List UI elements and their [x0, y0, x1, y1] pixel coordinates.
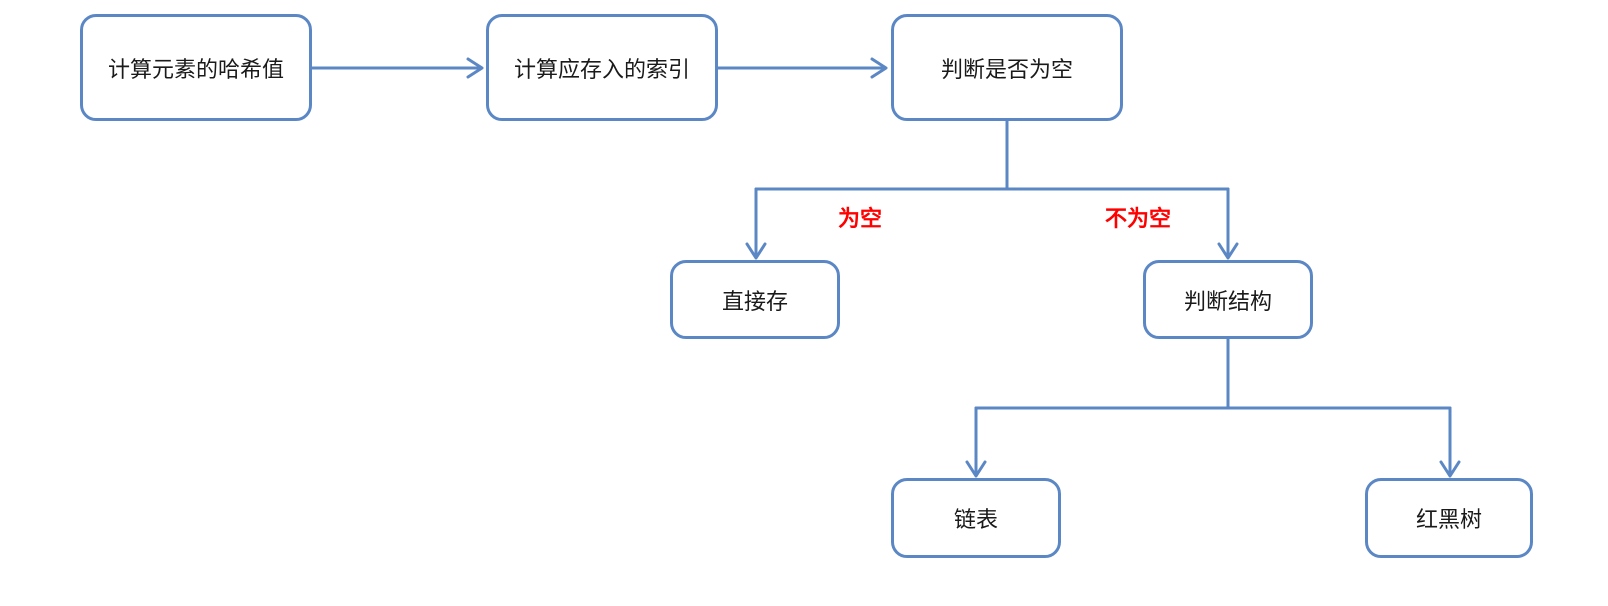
node-check-empty: 判断是否为空: [891, 14, 1123, 121]
node-check-structure: 判断结构: [1143, 260, 1313, 339]
node-compute-hash-label: 计算元素的哈希值: [107, 57, 284, 83]
node-store-direct-label: 直接存: [721, 289, 788, 315]
arrowhead-check-structure: [1217, 242, 1239, 260]
node-compute-index-label: 计算应存入的索引: [513, 57, 690, 83]
node-compute-index: 计算应存入的索引: [486, 14, 718, 121]
node-red-black-tree-label: 红黑树: [1415, 508, 1482, 533]
node-check-empty-label: 判断是否为空: [940, 57, 1073, 83]
node-linked-list-label: 链表: [953, 508, 998, 533]
branch-label-not-empty: 不为空: [1105, 207, 1172, 232]
node-red-black-tree: 红黑树: [1365, 478, 1533, 558]
arrowhead-linked-list: [965, 460, 987, 478]
node-compute-hash: 计算元素的哈希值: [80, 14, 312, 121]
arrowhead-empty-check: [870, 57, 888, 79]
branch-label-empty: 为空: [838, 207, 883, 232]
node-check-structure-label: 判断结构: [1183, 289, 1272, 315]
node-linked-list: 链表: [891, 478, 1061, 558]
arrowhead-red-black-tree: [1439, 460, 1461, 478]
arrowhead-index: [466, 57, 484, 79]
node-store-direct: 直接存: [670, 260, 840, 339]
arrowhead-store-direct: [745, 242, 767, 260]
